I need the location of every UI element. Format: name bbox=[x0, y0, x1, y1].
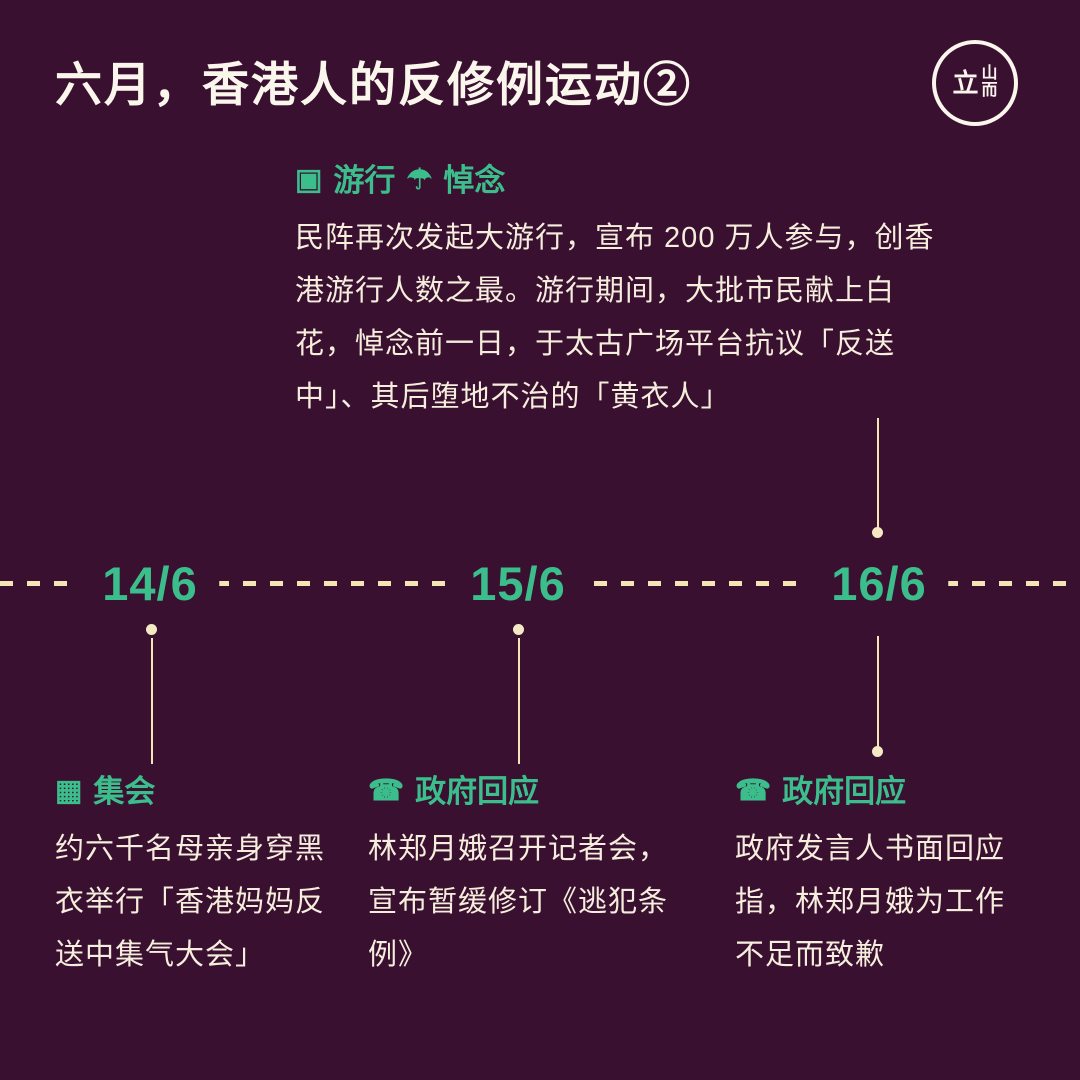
event-block-assembly: ▦ 集会 约六千名母亲身穿黑衣举行「香港妈妈反送中集气大会」 bbox=[55, 776, 345, 982]
connector-dot-down-14-6 bbox=[146, 624, 157, 635]
event-block-gov-response-16-6: ☎ 政府回应 政府发言人书面回应指，林郑月娥为工作不足而致歉 bbox=[735, 776, 1025, 982]
grid-icon: ▦ bbox=[55, 775, 83, 807]
square-icon: ▣ bbox=[295, 164, 323, 196]
phone-icon: ☎ bbox=[368, 775, 405, 807]
timeline-date-14-6: 14/6 bbox=[80, 551, 220, 617]
logo-glyph-top: 山 bbox=[981, 65, 998, 83]
event-body-text: 民阵再次发起大游行，宣布 200 万人参与，创香港游行人数之最。游行期间，大批市… bbox=[295, 222, 935, 413]
event-header: ▦ 集会 bbox=[55, 776, 345, 807]
connector-dot-up-16-6 bbox=[872, 527, 883, 538]
page-title: 六月，香港人的反修例运动② bbox=[55, 58, 692, 111]
event-title-mourning: 悼念 bbox=[443, 163, 506, 198]
logo-right-column: 山 而 bbox=[981, 65, 998, 100]
umbrella-icon: ☂ bbox=[406, 164, 433, 196]
event-block-march-mourning: ▣ 游行 ☂ 悼念 民阵再次发起大游行，宣布 200 万人参与，创香港游行人数之… bbox=[295, 165, 945, 424]
event-title: 政府回应 bbox=[415, 774, 540, 809]
event-header: ▣ 游行 ☂ 悼念 bbox=[295, 165, 945, 196]
event-title-march: 游行 bbox=[333, 163, 396, 198]
connector-line-down-14-6 bbox=[151, 638, 153, 764]
event-title: 集会 bbox=[93, 774, 156, 809]
connector-line-up-16-6 bbox=[877, 418, 879, 530]
event-body-text: 林郑月娥召开记者会，宣布暂缓修订《逃犯条例》 bbox=[368, 833, 669, 971]
initium-logo: 立 山 而 bbox=[932, 40, 1018, 126]
event-block-gov-response-15-6: ☎ 政府回应 林郑月娥召开记者会，宣布暂缓修订《逃犯条例》 bbox=[368, 776, 678, 982]
event-body-text: 政府发言人书面回应指，林郑月娥为工作不足而致歉 bbox=[735, 833, 1006, 971]
connector-line-down-15-6 bbox=[518, 638, 520, 764]
connector-dot-down-16-6 bbox=[872, 746, 883, 757]
connector-line-down-16-6 bbox=[877, 636, 879, 748]
event-body-text: 约六千名母亲身穿黑衣举行「香港妈妈反送中集气大会」 bbox=[55, 833, 326, 971]
logo-glyph-left: 立 bbox=[952, 68, 979, 98]
timeline-date-16-6: 16/6 bbox=[809, 551, 949, 617]
event-header: ☎ 政府回应 bbox=[735, 776, 1025, 807]
logo-glyph-bottom: 而 bbox=[981, 82, 998, 99]
timeline-date-15-6: 15/6 bbox=[448, 551, 588, 617]
event-title: 政府回应 bbox=[782, 774, 907, 809]
connector-dot-down-15-6 bbox=[513, 624, 524, 635]
event-header: ☎ 政府回应 bbox=[368, 776, 678, 807]
phone-icon: ☎ bbox=[735, 775, 772, 807]
